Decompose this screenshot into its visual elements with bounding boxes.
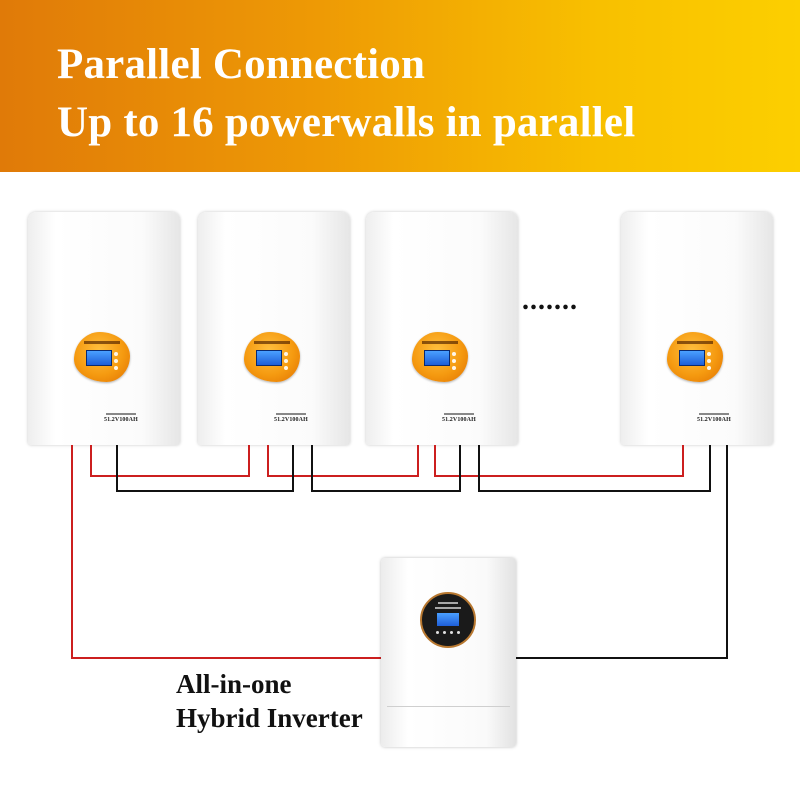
battery-spec-label: 51.2V100AH xyxy=(274,417,308,423)
positive-wire-2-3 xyxy=(267,445,419,477)
inverter-label-line1: All-in-one xyxy=(176,669,292,699)
lcd-screen-icon xyxy=(424,350,450,366)
battery-badge-icon xyxy=(74,332,130,382)
more-batteries-ellipsis: ....... xyxy=(522,285,578,316)
battery-unit-2: 51.2V100AH xyxy=(198,212,350,445)
battery-unit-1: 51.2V100AH xyxy=(28,212,180,445)
negative-main-wire xyxy=(516,445,728,659)
battery-badge-icon xyxy=(244,332,300,382)
lcd-screen-icon xyxy=(679,350,705,366)
battery-unit-4: 51.2V100AH xyxy=(621,212,773,445)
lcd-screen-icon xyxy=(86,350,112,366)
positive-main-wire xyxy=(71,445,381,659)
negative-wires xyxy=(116,445,728,659)
page-subtitle: Up to 16 powerwalls in parallel xyxy=(57,99,636,146)
battery-spec-label: 51.2V100AH xyxy=(104,417,138,423)
positive-wire-1-2 xyxy=(90,445,250,477)
lcd-screen-icon xyxy=(256,350,282,366)
positive-wire-3-4 xyxy=(434,445,684,477)
battery-spec-label: 51.2V100AH xyxy=(697,417,731,423)
battery-badge-icon xyxy=(412,332,468,382)
page-title: Parallel Connection xyxy=(57,41,426,88)
battery-spec-label: 51.2V100AH xyxy=(442,417,476,423)
battery-unit-3: 51.2V100AH xyxy=(366,212,518,445)
inverter-display-icon xyxy=(420,592,476,648)
battery-badge-icon xyxy=(667,332,723,382)
inverter-label-line2: Hybrid Inverter xyxy=(176,703,363,733)
negative-wire-3-4 xyxy=(478,445,711,492)
negative-wire-2-3 xyxy=(311,445,461,492)
lcd-screen-icon xyxy=(437,613,459,626)
hybrid-inverter-unit xyxy=(381,558,516,747)
negative-wire-1-2 xyxy=(116,445,294,492)
header-banner: Parallel Connection Up to 16 powerwalls … xyxy=(0,0,800,172)
positive-wires xyxy=(71,445,684,659)
